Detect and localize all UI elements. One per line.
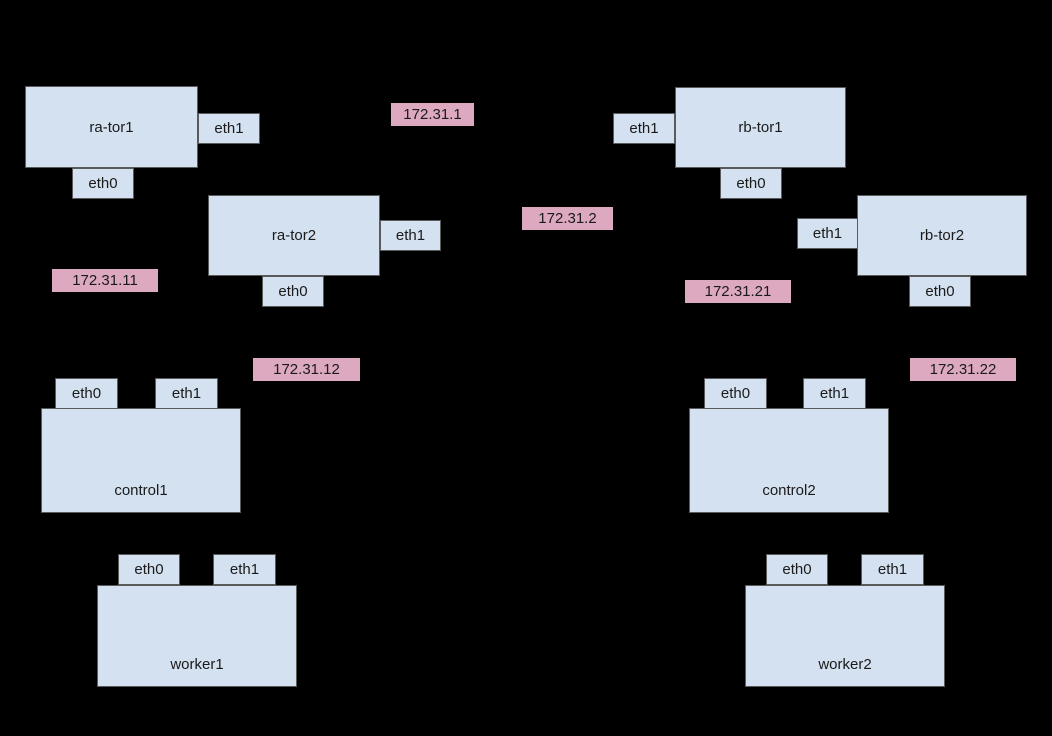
node-control2[interactable]: control2 — [689, 408, 889, 513]
port-worker1-eth0[interactable]: eth0 — [118, 554, 180, 585]
ip-label-ip-172-31-11: 172.31.11 — [52, 269, 158, 292]
ip-label-text-ip-172-31-22: 172.31.22 — [929, 361, 997, 378]
node-ra-tor1[interactable]: ra-tor1 — [25, 86, 198, 168]
node-label-ra-tor2: ra-tor2 — [271, 227, 317, 244]
ip-label-ip-172-31-2: 172.31.2 — [522, 207, 613, 230]
port-control1-eth0[interactable]: eth0 — [55, 378, 118, 409]
node-label-rb-tor2: rb-tor2 — [919, 227, 965, 244]
port-worker1-eth1[interactable]: eth1 — [213, 554, 276, 585]
ip-label-ip-172-31-21: 172.31.21 — [685, 280, 791, 303]
port-label-ra-tor1-eth1: eth1 — [214, 120, 244, 137]
ip-label-text-ip-172-31-21: 172.31.21 — [704, 283, 772, 300]
port-label-rb-tor1-eth0: eth0 — [736, 175, 766, 192]
port-label-control2-eth1: eth1 — [819, 385, 850, 402]
port-label-worker2-eth0: eth0 — [782, 561, 812, 578]
port-label-ra-tor1-eth0: eth0 — [88, 175, 118, 192]
ip-label-ip-172-31-22: 172.31.22 — [910, 358, 1016, 381]
port-label-rb-tor2-eth1: eth1 — [812, 225, 843, 242]
port-ra-tor1-eth1[interactable]: eth1 — [198, 113, 260, 144]
port-label-worker1-eth1: eth1 — [229, 561, 260, 578]
port-rb-tor2-eth1[interactable]: eth1 — [797, 218, 858, 249]
node-ra-tor2[interactable]: ra-tor2 — [208, 195, 380, 276]
port-label-worker1-eth0: eth0 — [134, 561, 164, 578]
port-ra-tor2-eth1[interactable]: eth1 — [380, 220, 441, 251]
ip-label-text-ip-172-31-1: 172.31.1 — [403, 106, 462, 123]
port-rb-tor1-eth0[interactable]: eth0 — [720, 168, 782, 199]
port-label-worker2-eth1: eth1 — [877, 561, 908, 578]
port-control1-eth1[interactable]: eth1 — [155, 378, 218, 409]
port-ra-tor1-eth0[interactable]: eth0 — [72, 168, 134, 199]
node-label-ra-tor1: ra-tor1 — [89, 118, 134, 136]
port-label-control2-eth0: eth0 — [720, 385, 751, 402]
node-worker2[interactable]: worker2 — [745, 585, 945, 687]
port-label-control1-eth0: eth0 — [71, 385, 102, 402]
port-rb-tor2-eth0[interactable]: eth0 — [909, 276, 971, 307]
node-label-worker2: worker2 — [818, 656, 872, 673]
port-rb-tor1-eth1[interactable]: eth1 — [613, 113, 675, 144]
port-control2-eth0[interactable]: eth0 — [704, 378, 767, 409]
ip-label-text-ip-172-31-2: 172.31.2 — [538, 210, 597, 227]
port-control2-eth1[interactable]: eth1 — [803, 378, 866, 409]
ip-label-text-ip-172-31-12: 172.31.12 — [273, 361, 340, 378]
node-label-control1: control1 — [114, 482, 168, 499]
node-control1[interactable]: control1 — [41, 408, 241, 513]
node-rb-tor2[interactable]: rb-tor2 — [857, 195, 1027, 276]
node-label-rb-tor1: rb-tor1 — [738, 119, 783, 136]
node-rb-tor1[interactable]: rb-tor1 — [675, 87, 846, 168]
port-label-ra-tor2-eth0: eth0 — [278, 283, 308, 300]
ip-label-ip-172-31-1: 172.31.1 — [391, 103, 474, 126]
node-worker1[interactable]: worker1 — [97, 585, 297, 687]
port-label-ra-tor2-eth1: eth1 — [395, 227, 426, 244]
node-label-control2: control2 — [762, 482, 816, 499]
node-label-worker1: worker1 — [170, 656, 224, 673]
port-label-rb-tor1-eth1: eth1 — [629, 120, 659, 137]
port-label-control1-eth1: eth1 — [171, 385, 202, 402]
ip-label-ip-172-31-12: 172.31.12 — [253, 358, 360, 381]
ip-label-text-ip-172-31-11: 172.31.11 — [72, 272, 138, 289]
port-worker2-eth0[interactable]: eth0 — [766, 554, 828, 585]
port-ra-tor2-eth0[interactable]: eth0 — [262, 276, 324, 307]
port-worker2-eth1[interactable]: eth1 — [861, 554, 924, 585]
port-label-rb-tor2-eth0: eth0 — [925, 283, 955, 300]
